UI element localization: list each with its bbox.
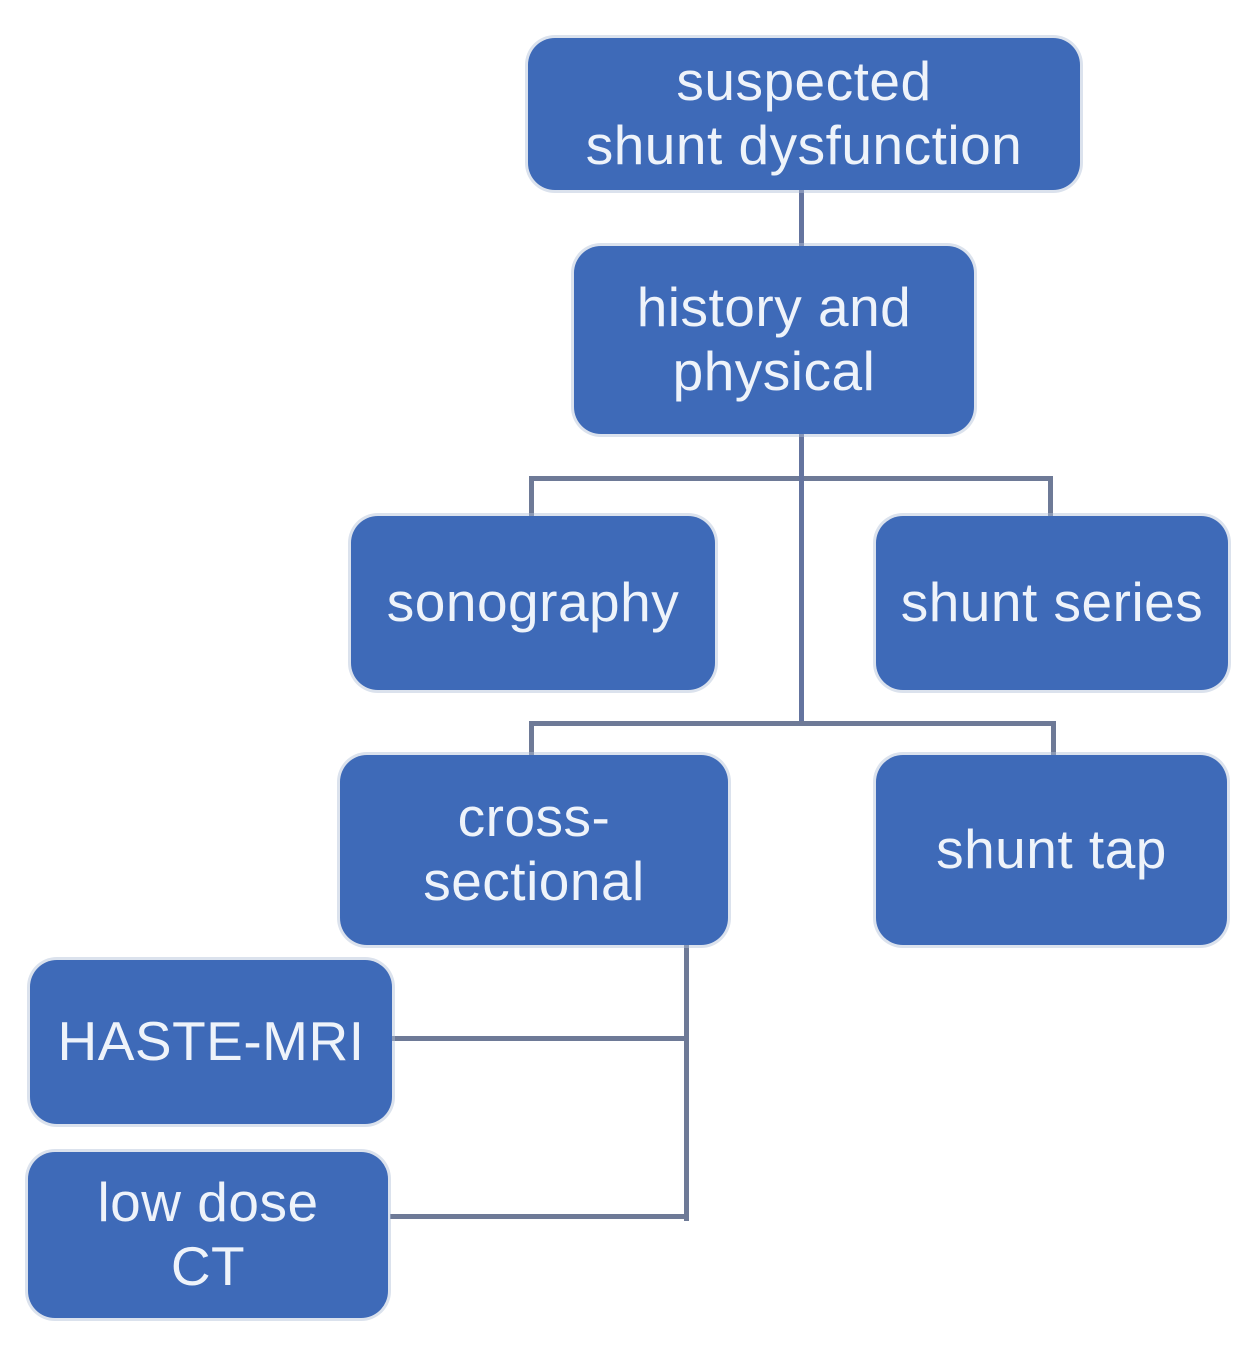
node-shunt-series: shunt series (876, 516, 1228, 690)
branch1-horizontal-line (529, 476, 1053, 481)
connector-cross-sectional-down (684, 943, 689, 1221)
branch2-horizontal-line (529, 721, 1056, 726)
connector-history-to-branch1 (799, 432, 804, 482)
connector-suspected-to-history (799, 190, 804, 248)
node-history-and-physical: history and physical (574, 246, 974, 434)
branch2-stub-to-shunt-tap (1051, 721, 1056, 757)
node-haste-mri: HASTE-MRI (30, 960, 392, 1124)
branch1-stub-to-shunt-series (1048, 476, 1053, 518)
connector-to-low-dose-ct (390, 1214, 689, 1219)
branch2-stub-to-cross-sectional (529, 721, 534, 757)
node-sonography: sonography (351, 516, 715, 690)
branch1-stub-to-sonography (529, 476, 534, 518)
node-shunt-tap: shunt tap (876, 755, 1227, 945)
connector-trunk-branch1-to-branch2 (799, 476, 804, 726)
node-cross-sectional: cross- sectional (340, 755, 728, 945)
node-suspected-shunt-dysfunction: suspected shunt dysfunction (528, 38, 1080, 190)
connector-to-haste-mri (390, 1036, 689, 1041)
node-low-dose-ct: low dose CT (28, 1152, 388, 1318)
